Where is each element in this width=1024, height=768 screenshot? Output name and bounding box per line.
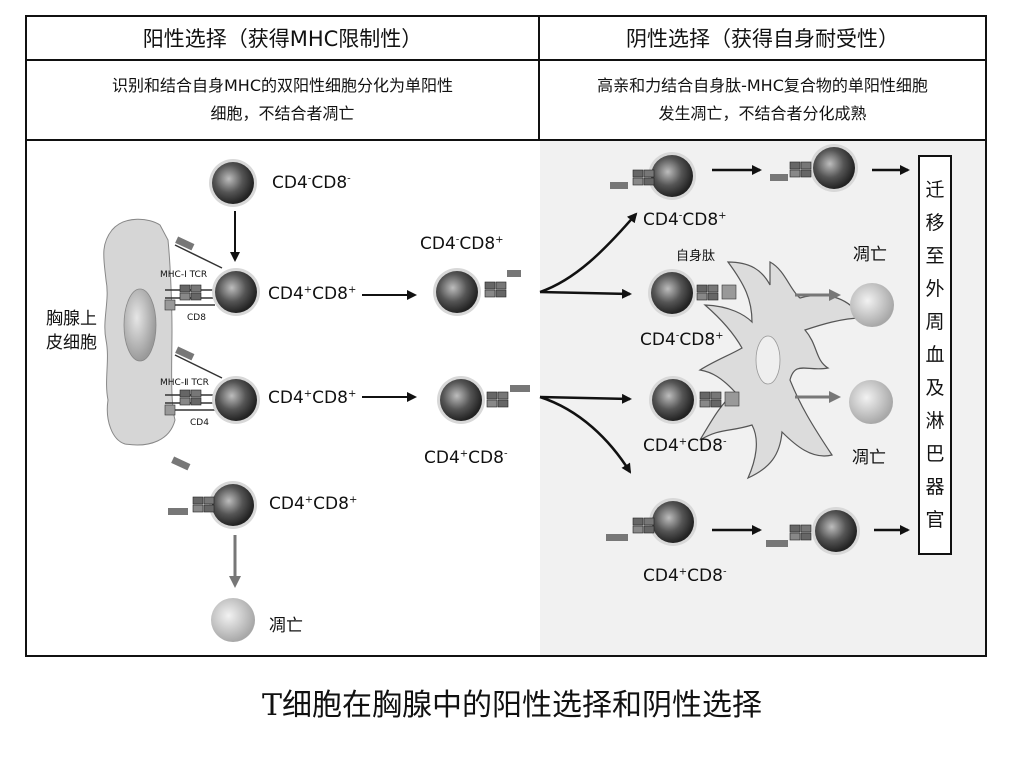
destination-char: 血 xyxy=(925,344,945,366)
label-double-positive-2: CD4+CD8+ xyxy=(268,388,357,408)
destination-char: 迁 xyxy=(925,179,945,201)
positive-desc-line-2: 细胞，不结合者凋亡 xyxy=(210,104,355,123)
double-positive-cell-unbound xyxy=(209,481,257,529)
tcr-receptor-icon xyxy=(789,161,812,178)
tcr-receptor-icon xyxy=(789,524,812,541)
tcr-receptor-icon xyxy=(699,391,722,408)
label-cd8-single-positive: CD4-CD8+ xyxy=(420,234,504,254)
cd8-small-label: CD8 xyxy=(187,313,206,323)
label-apoptosis-cd4: 凋亡 xyxy=(852,448,886,468)
label-apoptosis-left: 凋亡 xyxy=(269,616,303,636)
epithelial-nucleus xyxy=(123,288,157,362)
cd4-single-positive-cell xyxy=(437,376,485,424)
apoptotic-cell-cd4 xyxy=(849,380,893,424)
cd4-mature-cell-1 xyxy=(649,498,697,546)
destination-char: 淋 xyxy=(925,410,945,432)
positive-selection-description: 识别和结合自身MHC的双阳性细胞分化为单阳性 细胞，不结合者凋亡 xyxy=(27,61,540,141)
label-self-peptide: 自身肽 xyxy=(676,249,716,264)
label-double-positive-3: CD4+CD8+ xyxy=(269,494,358,514)
negative-selection-title: 阴性选择（获得自身耐受性） xyxy=(540,17,985,61)
positive-desc-line-1: 识别和结合自身MHC的双阳性细胞分化为单阳性 xyxy=(111,76,453,95)
destination-char: 器 xyxy=(925,476,945,498)
cd4-small-label: CD4 xyxy=(190,418,209,428)
negative-desc-line-2: 发生凋亡，不结合者分化成熟 xyxy=(658,104,867,123)
figure-caption: T细胞在胸腺中的阳性选择和阴性选择 xyxy=(261,688,762,723)
tcr-receptor-icon xyxy=(484,281,507,298)
apoptotic-cell-cd8 xyxy=(850,283,894,327)
double-positive-cell-mhc2 xyxy=(212,376,260,424)
unbound-receptors xyxy=(168,456,215,515)
mhc2-tcr-label: MHC-Ⅱ TCR xyxy=(160,378,209,388)
label-cd4-high-affinity: CD4+CD8- xyxy=(643,436,727,456)
cd4-mature-cell-2 xyxy=(812,507,860,555)
label-apoptosis-cd8: 凋亡 xyxy=(853,245,887,265)
epithelial-cell-label: 胸腺上 皮细胞 xyxy=(46,309,97,353)
mhc1-tcr-label: MHC-Ⅰ TCR xyxy=(160,270,208,280)
apoptotic-cell-left xyxy=(211,598,255,642)
label-cd8-mature: CD4-CD8+ xyxy=(643,210,727,230)
destination-char: 移 xyxy=(925,212,945,234)
destination-char: 官 xyxy=(925,509,945,531)
label-cd8-high-affinity: CD4-CD8+ xyxy=(640,330,724,350)
cd4-high-affinity-cell xyxy=(649,376,697,424)
destination-char: 巴 xyxy=(925,443,945,465)
label-cd4-single-positive: CD4+CD8- xyxy=(424,448,508,468)
cd8-single-positive-cell xyxy=(433,268,481,316)
double-positive-cell-mhc1 xyxy=(212,268,260,316)
cd8-high-affinity-cell xyxy=(648,269,696,317)
label-double-positive-1: CD4+CD8+ xyxy=(268,284,357,304)
double-negative-cell xyxy=(209,159,257,207)
negative-desc-line-1: 高亲和力结合自身肽-MHC复合物的单阳性细胞 xyxy=(597,76,928,95)
positive-selection-title: 阳性选择（获得MHC限制性） xyxy=(27,17,540,61)
label-cd4-mature: CD4+CD8- xyxy=(643,566,727,586)
destination-char: 外 xyxy=(925,278,945,300)
tcr-receptor-icon xyxy=(696,284,719,301)
destination-char: 至 xyxy=(925,245,945,267)
cd8-mature-cell-2 xyxy=(810,144,858,192)
destination-char: 及 xyxy=(925,377,945,399)
destination-box: 迁 移 至 外 周 血 及 淋 巴 器 官 xyxy=(918,155,952,555)
destination-char: 周 xyxy=(925,311,945,333)
tcr-receptor-icon xyxy=(486,391,509,408)
label-double-negative: CD4-CD8- xyxy=(272,173,351,193)
negative-selection-description: 高亲和力结合自身肽-MHC复合物的单阳性细胞 发生凋亡，不结合者分化成熟 xyxy=(540,61,985,141)
dendritic-cell xyxy=(698,260,864,480)
cd8-mature-cell-1 xyxy=(648,152,696,200)
